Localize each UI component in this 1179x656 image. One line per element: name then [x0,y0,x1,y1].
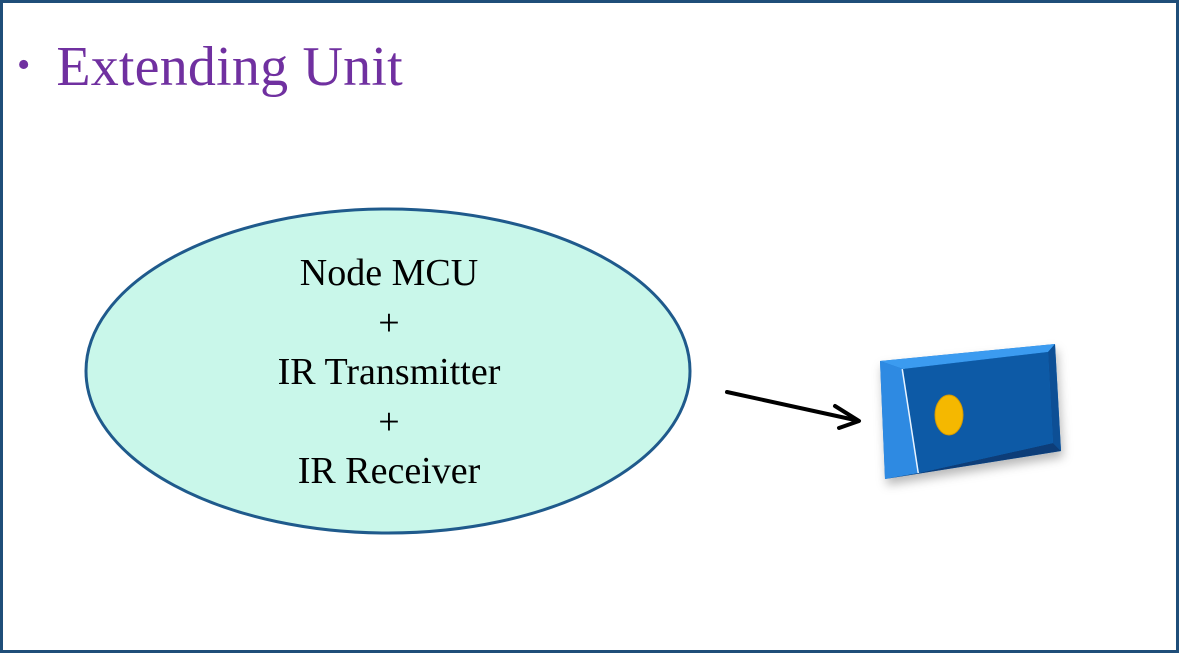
arrow-right-icon [725,390,861,430]
ellipse-label: Node MCU + IR Transmitter + IR Receiver [89,249,689,497]
ir-device-icon [880,344,1061,479]
component-ellipse [84,207,692,535]
title-row: • Extending Unit [17,39,403,95]
ellipse-line-5: IR Receiver [297,450,481,492]
slide-title: Extending Unit [56,36,403,98]
ellipse-line-4: + [378,400,400,443]
ellipse-line-2: + [378,301,400,344]
bullet-icon: • [17,44,31,86]
ellipse-line-1: Node MCU [299,252,479,294]
led-icon [934,394,964,436]
ellipse-line-3: IR Transmitter [277,351,501,393]
diagram [84,207,1061,535]
